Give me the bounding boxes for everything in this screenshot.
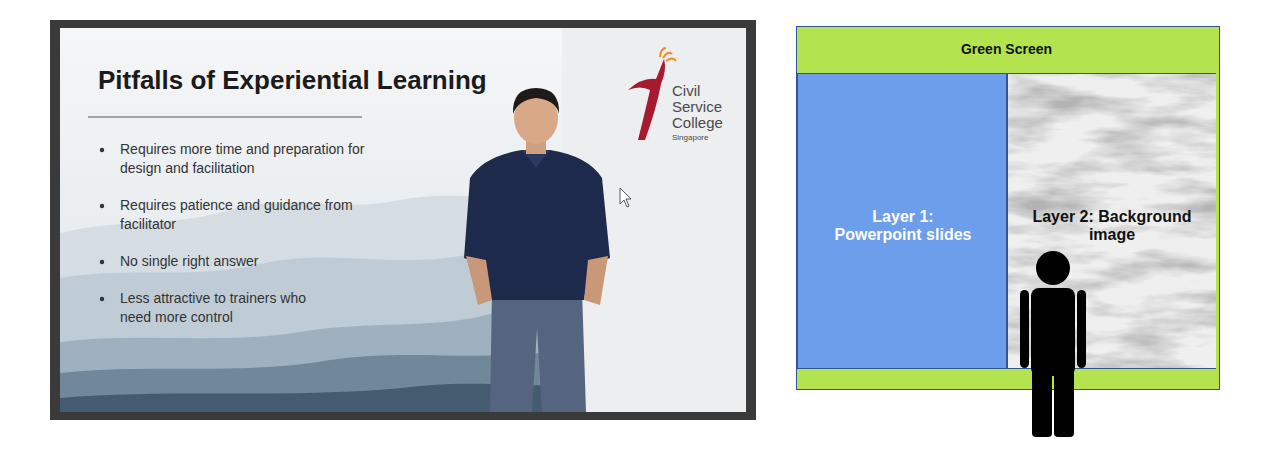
mountain-layer: [60, 350, 562, 412]
bullet-text: Requires patience and guidance from faci…: [120, 196, 365, 234]
bullet-dot: [100, 297, 104, 301]
mountain-layer: [60, 310, 562, 412]
person-head: [1036, 251, 1070, 285]
logo-subtext: Singapore: [672, 133, 742, 143]
person-leg: [1032, 368, 1052, 437]
person-arm: [1077, 290, 1086, 368]
slide-layer-box: Layer 1: Powerpoint slides: [797, 73, 1007, 369]
logo-text: Civil Service College: [672, 83, 732, 131]
presenter-hair: [513, 88, 559, 114]
bullet-text: Less attractive to trainers who need mor…: [120, 289, 335, 327]
mountain-layer: [60, 384, 562, 412]
green-screen-heading: Green Screen: [797, 27, 1216, 71]
bullet-dot: [100, 204, 104, 208]
bullet-dot: [100, 260, 104, 264]
person-arm: [1020, 290, 1029, 368]
slide-sky: [60, 28, 746, 412]
background-layer-box: Layer 2: Background image: [1007, 73, 1216, 369]
person-leg: [1054, 368, 1074, 437]
slide-title: Pitfalls of Experiential Learning: [98, 64, 698, 96]
person-torso: [1031, 288, 1075, 376]
bullet-dot: [100, 148, 104, 152]
layer-label: Layer 2: Background image: [1017, 208, 1207, 244]
logo-flame: [660, 48, 676, 61]
presenter-jeans: [490, 290, 586, 412]
logo-figure: [628, 59, 665, 140]
presenter-arm: [466, 256, 492, 305]
bullet-text: No single right answer: [120, 252, 365, 271]
green-screen-box: Layer 1: Powerpoint slides Layer 2: Back…: [796, 26, 1220, 390]
mouse-cursor: [620, 188, 631, 207]
video-frame: [50, 20, 756, 420]
presenter-arm: [584, 256, 608, 305]
slide-panel: Pitfalls of Experiential LearningRequire…: [60, 28, 746, 412]
bullet-text: Requires more time and preparation for d…: [120, 140, 365, 178]
title-underline: [88, 117, 362, 118]
layer-label: Layer 1: Powerpoint slides: [829, 208, 977, 244]
mountain-layer: [60, 254, 562, 412]
